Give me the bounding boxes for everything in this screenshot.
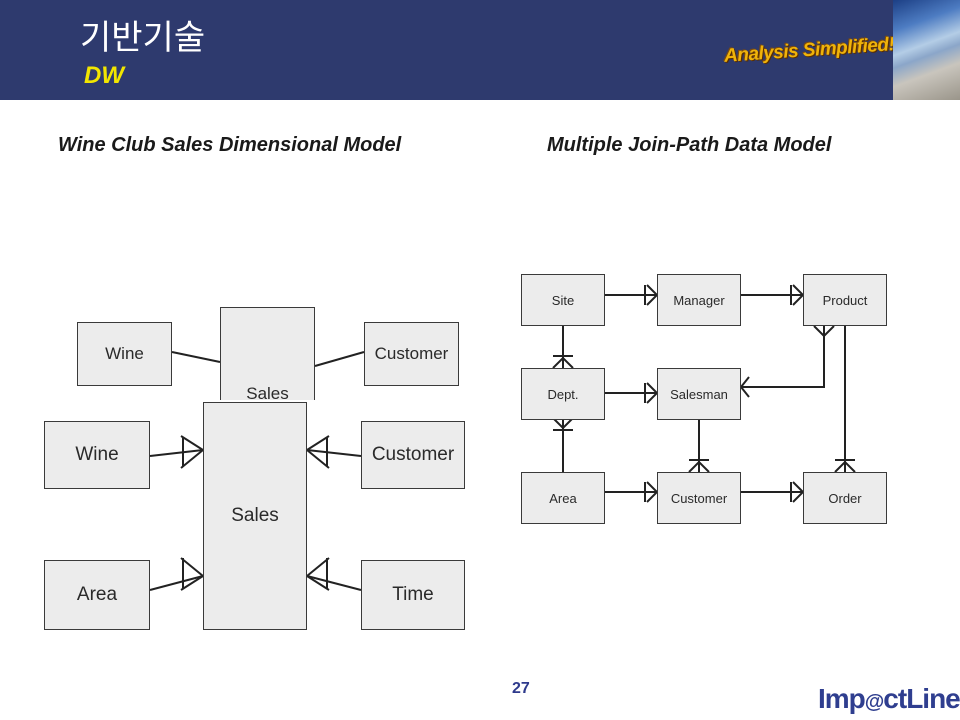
connector-time-sales [306, 575, 362, 591]
entity-label: Area [76, 584, 118, 605]
entity-label: Salesman [670, 386, 728, 402]
crowsfoot [739, 376, 750, 398]
connector-product-salesman [741, 326, 825, 388]
entity-order: Order [803, 472, 887, 524]
entity-label: Time [392, 584, 434, 605]
entity-label: Sales [246, 384, 289, 400]
right-diagram-title: Multiple Join-Path Data Model [547, 134, 832, 156]
header-banner: 기반기술 DW Analysis Simplified! [0, 0, 960, 100]
small-dimensional-model: Wine Sales Customer [60, 300, 480, 400]
logo-text-start: Imp [818, 683, 866, 714]
entity-label: Order [828, 490, 862, 506]
entity-area: Area [521, 472, 605, 524]
entity-customer: Customer [361, 421, 465, 489]
entity-wine-small: Wine [77, 322, 172, 386]
crowsfoot [813, 325, 835, 338]
entity-label: Wine [75, 444, 119, 465]
entity-label: Manager [673, 292, 725, 308]
crowsfoot-time-sales [305, 557, 330, 591]
entity-product: Product [803, 274, 887, 326]
connector-sales-customer [314, 351, 365, 367]
slide-title: 기반기술 [80, 18, 206, 58]
entity-manager: Manager [657, 274, 741, 326]
tagline-logo: Analysis Simplified! [723, 34, 896, 67]
small-model-connectors [171, 351, 365, 367]
entity-label: Dept. [547, 386, 579, 402]
entity-dept: Dept. [521, 368, 605, 420]
entity-label: Wine [105, 344, 144, 363]
entity-label: Area [549, 490, 577, 506]
entity-salesman: Salesman [657, 368, 741, 420]
connector-customer-sales [306, 449, 362, 457]
crowsfoot [834, 460, 856, 473]
entity-label: Customer [371, 444, 455, 465]
page-number: 27 [512, 680, 530, 697]
entity-label: Customer [374, 344, 449, 363]
crowsfoot [552, 417, 574, 430]
left-diagram-title: Wine Club Sales Dimensional Model [58, 134, 402, 156]
entity-label: Sales [231, 505, 279, 526]
entity-label: Customer [670, 490, 728, 506]
crowsfoot [688, 460, 710, 473]
connector-wine-sales [149, 449, 204, 457]
connector-area-sales [149, 575, 204, 591]
entity-time: Time [361, 560, 465, 630]
entity-customer-small: Customer [364, 322, 459, 386]
logo-at-sign: @ [864, 691, 884, 713]
slide-subtitle: DW [84, 62, 124, 89]
entity-site: Site [521, 274, 605, 326]
connector-wine-sales [171, 351, 221, 363]
crowsfoot-area-sales [180, 557, 205, 591]
logo-text-end: ctLine [883, 683, 960, 714]
join-path-connectors [552, 284, 856, 503]
join-path-model: Site Manager Product Dept. Salesman Area… [515, 268, 895, 530]
impactline-logo: Imp@ctLine [818, 683, 960, 715]
header-photo [893, 0, 960, 100]
entity-sales: Sales [203, 402, 307, 630]
large-dimensional-model: Wine Sales Customer Area Time [40, 398, 470, 638]
entity-area: Area [44, 560, 150, 630]
crowsfoot [552, 356, 574, 369]
entity-label: Site [551, 292, 575, 308]
entity-wine: Wine [44, 421, 150, 489]
crowsfoot-customer-sales [305, 435, 330, 469]
entity-sales-small: Sales [220, 307, 315, 400]
entity-customer: Customer [657, 472, 741, 524]
entity-label: Product [822, 292, 868, 308]
